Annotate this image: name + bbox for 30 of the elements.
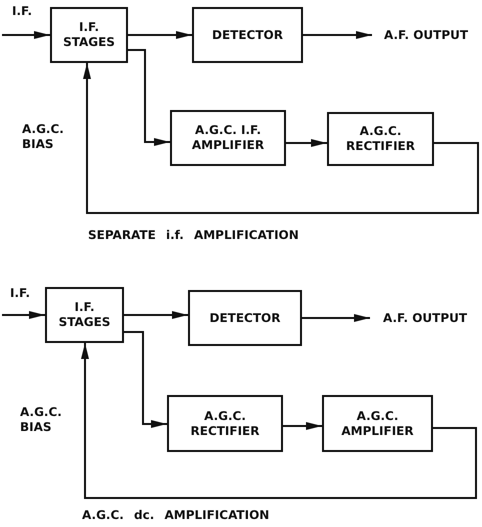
block-label: A.G.C. RECTIFIER: [345, 124, 416, 154]
block-box: [188, 290, 302, 346]
arrow: [2, 31, 50, 39]
block-box: [192, 7, 303, 63]
arrow: [83, 63, 479, 214]
arrow: [302, 314, 370, 322]
block-box: [167, 395, 283, 452]
block-label: I.F. STAGES: [58, 300, 112, 330]
block-box: [327, 112, 434, 166]
block-label: A.G.C. I.F. AMPLIFIER: [190, 123, 266, 153]
block-label: DETECTOR: [212, 28, 283, 42]
arrow: [124, 311, 188, 319]
arrow: [283, 422, 322, 430]
arrow: [303, 31, 372, 39]
arrow: [128, 49, 170, 146]
arrow: [128, 31, 192, 39]
arrow: [286, 139, 327, 147]
block-box: [170, 110, 286, 166]
block-box: [45, 287, 124, 343]
arrow: [2, 311, 45, 319]
block-box: [322, 395, 433, 452]
block-label: A.G.C. RECTIFIER: [190, 408, 260, 438]
block-label: A.G.C. AMPLIFIER: [340, 408, 415, 438]
output-text: A.F. OUTPUT: [370, 308, 480, 328]
output-text: A.F. OUTPUT: [372, 25, 480, 45]
block-label: DETECTOR: [210, 310, 280, 326]
arrow: [81, 343, 477, 499]
arrow: [124, 331, 167, 428]
block-label: I.F. STAGES: [62, 20, 116, 50]
block-box: [50, 7, 128, 63]
